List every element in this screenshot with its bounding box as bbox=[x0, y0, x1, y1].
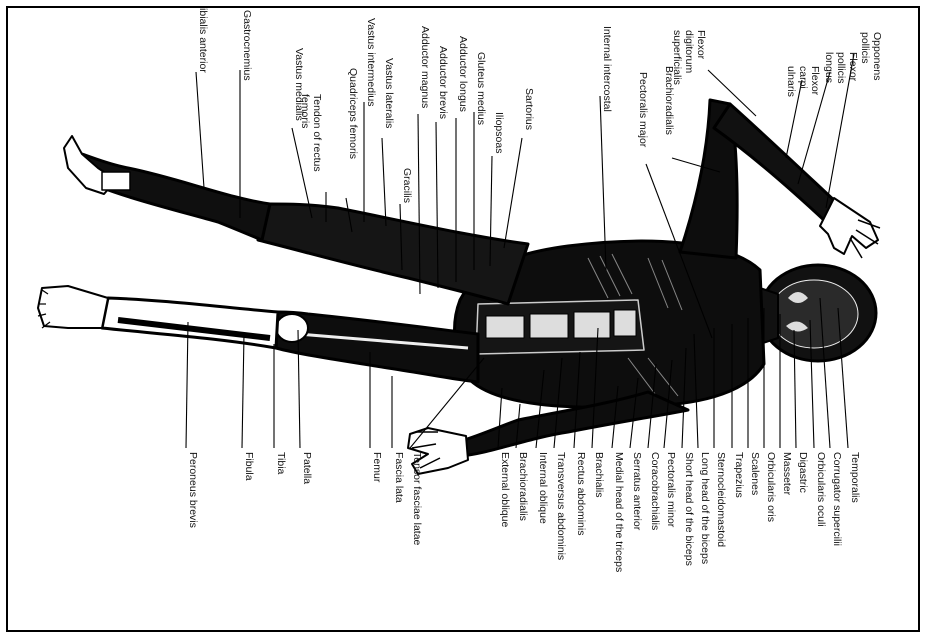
label-sartorius: Sartorius bbox=[523, 88, 535, 130]
label-peroneus-brevis: Peroneus brevis bbox=[187, 452, 199, 528]
label-fibula: Fibula bbox=[243, 452, 255, 481]
label-serratus-anterior: Serratus anterior bbox=[631, 452, 643, 531]
label-external-oblique: External oblique bbox=[499, 452, 511, 527]
label-vastus-intermedius: Vastus intermedius bbox=[365, 18, 377, 107]
label-masseter: Masseter bbox=[781, 452, 793, 496]
label-patella: Patella bbox=[301, 452, 313, 484]
label-brachioradialis-upper: Brachioradialis bbox=[663, 66, 675, 135]
label-femur: Femur bbox=[371, 452, 383, 483]
label-orbicularis-oris: Orbicularis oris bbox=[765, 452, 777, 522]
label-quadriceps-femoris: Quadriceps femoris bbox=[347, 68, 359, 159]
label-transversus-abdominis: Transversus abdominis bbox=[555, 452, 567, 560]
muscle-diagram: Opponens pollicis Flexor pollicis longus… bbox=[8, 8, 922, 634]
label-pectoralis-major: Pectoralis major bbox=[637, 72, 649, 148]
label-orbicularis-oculi: Orbicularis oculi bbox=[815, 452, 827, 527]
label-gastrocnemius: Gastrocnemius bbox=[241, 10, 253, 81]
label-trapezius: Trapezius bbox=[733, 452, 745, 498]
label-vastus-lateralis: Vastus lateralis bbox=[383, 58, 395, 128]
label-brachioradialis-lower: Brachioradialis bbox=[517, 452, 529, 521]
upper-shin-shape bbox=[78, 154, 270, 240]
label-coracobrachialis: Coracobrachialis bbox=[649, 452, 661, 530]
label-rectus-abdominis: Rectus abdominis bbox=[575, 452, 587, 535]
label-adductor-brevis: Adductor brevis bbox=[437, 46, 449, 119]
label-gracilis: Gracilis bbox=[401, 168, 413, 203]
label-fascia-lata: Fascia lata bbox=[393, 452, 405, 503]
label-flexor-digitorum-superficialis: Flexor digitorum superficialis bbox=[671, 30, 707, 85]
label-adductor-longus: Adductor longus bbox=[457, 36, 469, 112]
label-internal-oblique: Internal oblique bbox=[537, 452, 549, 524]
label-tensor-fasciae-latae: Tensor fasciae latae bbox=[411, 452, 423, 546]
label-medial-head-triceps: Medial head of the triceps bbox=[613, 452, 625, 572]
body-figure bbox=[38, 100, 880, 474]
upper-thigh-shape bbox=[258, 204, 528, 304]
label-sternocleidomastoid: Sternocleidomastoid bbox=[715, 452, 727, 547]
label-scalenes: Scalenes bbox=[749, 452, 761, 495]
label-gluteus-medius: Gluteus medius bbox=[475, 52, 487, 125]
label-iliopsoas: Iliopsoas bbox=[493, 112, 505, 153]
label-flexor-pollicis-longus: Flexor pollicis longus bbox=[823, 52, 859, 86]
label-adductor-magnus: Adductor magnus bbox=[419, 26, 431, 108]
label-vastus-medialis: Vastus medialis bbox=[293, 48, 305, 121]
lower-foot-shape bbox=[38, 286, 108, 328]
label-long-head-biceps: Long head of the biceps bbox=[699, 452, 711, 564]
diagram-frame: Opponens pollicis Flexor pollicis longus… bbox=[6, 6, 920, 632]
label-corrugator-supercilii: Corrugator supercilii bbox=[831, 452, 843, 546]
lower-knee-shape bbox=[276, 314, 308, 342]
label-pectoralis-minor: Pectoralis minor bbox=[665, 452, 677, 528]
label-internal-intercostal: Internal intercostal bbox=[601, 26, 613, 112]
label-opponens-pollicis: Opponens pollicis bbox=[859, 32, 883, 83]
label-flexor-carpi-ulnaris: Flexor carpi ulnaris bbox=[785, 66, 821, 98]
label-short-head-biceps: Short head of the biceps bbox=[683, 452, 695, 566]
label-temporalis: Temporalis bbox=[849, 452, 861, 503]
label-tibialis-anterior: Tibialis anterior bbox=[197, 8, 209, 73]
upper-hand-shape bbox=[820, 198, 878, 254]
label-tibia: Tibia bbox=[275, 452, 287, 475]
label-brachialis: Brachialis bbox=[593, 452, 605, 498]
label-digastric: Digastric bbox=[797, 452, 809, 493]
